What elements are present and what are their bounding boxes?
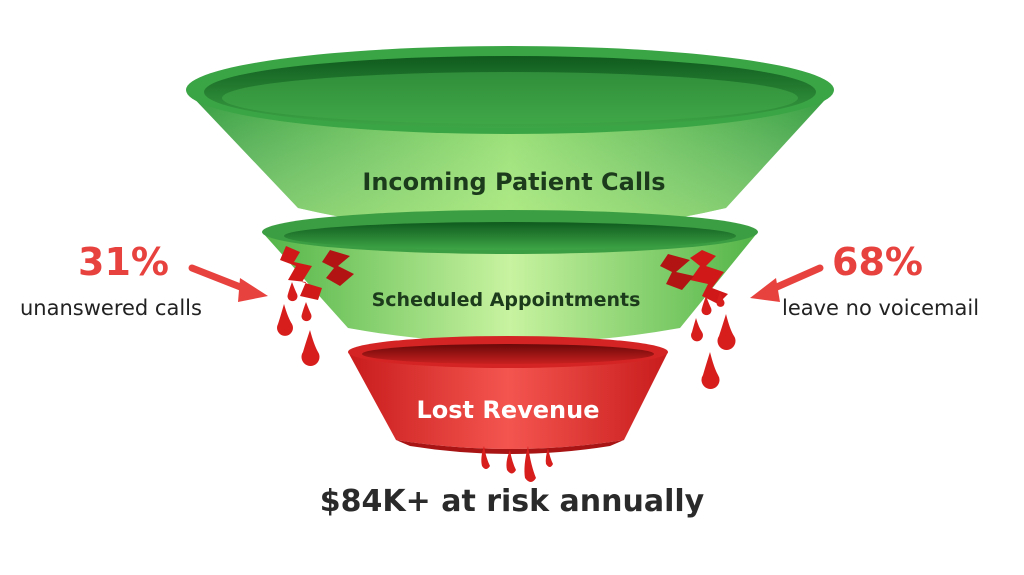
funnel-bottom-section	[348, 336, 668, 454]
left-stat-percent: 31%	[78, 240, 169, 284]
funnel-top-label: Incoming Patient Calls	[362, 168, 665, 196]
funnel-top-section	[186, 46, 834, 233]
risk-summary-text: $84K+ at risk annually	[319, 484, 705, 519]
left-arrow-icon	[188, 264, 268, 302]
funnel-bottom-label: Lost Revenue	[416, 396, 599, 424]
blood-drips-bottom	[481, 446, 553, 482]
right-stat-label: leave no voicemail	[782, 296, 980, 320]
left-stat-label: unanswered calls	[20, 296, 202, 320]
blood-drops-right	[691, 292, 736, 389]
right-arrow-icon	[750, 264, 824, 302]
funnel-middle-section	[262, 210, 758, 343]
blood-drops-left	[277, 282, 320, 366]
right-stat-percent: 68%	[832, 240, 923, 284]
funnel-middle-label: Scheduled Appointments	[372, 289, 641, 311]
